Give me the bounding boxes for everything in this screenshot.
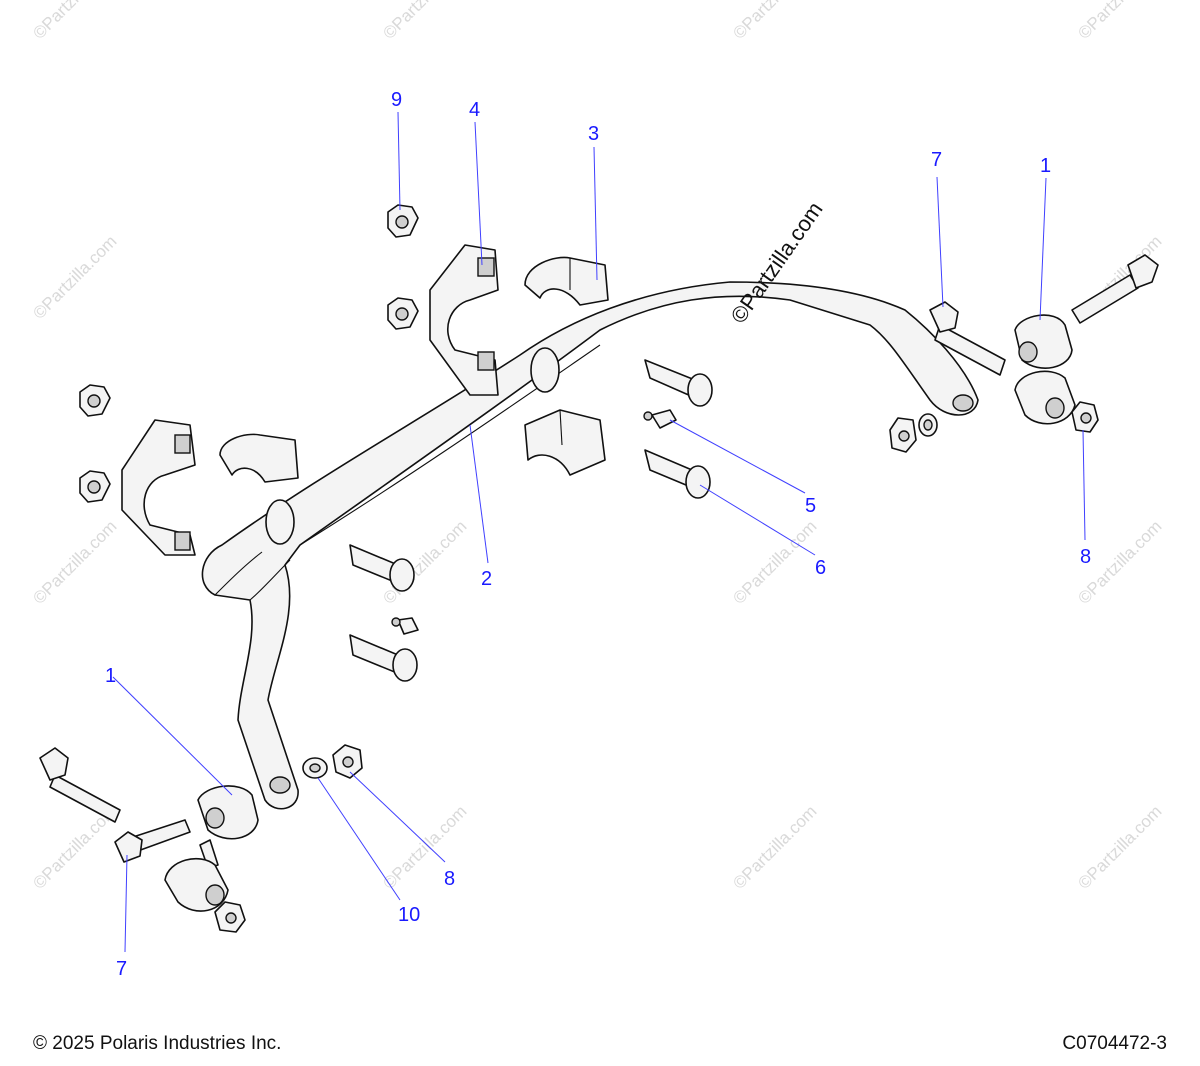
bushing-upper (524, 256, 609, 306)
bushing-left (219, 433, 299, 483)
flange-nut (387, 297, 419, 330)
watermark: ©Partzilla.com (1074, 0, 1165, 43)
bolt-right (1071, 254, 1159, 324)
rivet-pin (349, 544, 415, 592)
callout-1-left: 1 (105, 665, 116, 687)
rivet-pin (349, 634, 418, 682)
watermark: ©Partzilla.com (29, 232, 120, 323)
watermark: ©Partzilla.com (379, 0, 470, 43)
washer-left (302, 757, 328, 779)
flange-nut-left-inner (332, 744, 363, 779)
washer-right (918, 413, 938, 437)
callout-8-left: 8 (444, 868, 455, 890)
end-link-right (1014, 314, 1076, 425)
watermark: ©Partzilla.com (29, 517, 120, 608)
callout-4: 4 (469, 99, 480, 121)
end-link-left (164, 785, 259, 912)
flange-nut-left (214, 901, 246, 933)
callout-10: 10 (398, 904, 420, 926)
bolt-left (39, 747, 121, 823)
watermark: ©Partzilla.com (729, 802, 820, 893)
flange-nut-right-inner (889, 417, 917, 453)
bolt-left-lower (114, 819, 191, 863)
rivet-pin (644, 449, 711, 499)
flange-nut-right (1071, 401, 1099, 433)
stabilizer-bar (201, 281, 979, 810)
callout-6: 6 (815, 557, 826, 579)
rivet-pin (644, 359, 713, 407)
watermark: ©Partzilla.com (1074, 802, 1165, 893)
callout-3: 3 (588, 123, 599, 145)
flange-nut (79, 470, 111, 503)
bushing-lower (524, 409, 606, 476)
watermark: ©Partzilla.com (729, 0, 820, 43)
callout-7-left: 7 (116, 958, 127, 980)
callout-5: 5 (805, 495, 816, 517)
copyright-notice: © 2025 Polaris Industries Inc. (33, 1033, 282, 1054)
flange-nut (79, 384, 111, 417)
callout-labels: 1 7 3 4 9 2 5 6 8 1 7 10 8 (105, 89, 1091, 980)
grease-fitting (391, 617, 419, 635)
callout-7-right: 7 (931, 149, 942, 171)
watermark: ©Partzilla.com (29, 0, 120, 43)
grease-fitting (643, 409, 677, 429)
bolt-right-lower (929, 301, 1006, 376)
watermark-main: ©Partzilla.com (726, 197, 828, 328)
leader-lines (112, 111, 1086, 953)
callout-9: 9 (391, 89, 402, 111)
callout-2: 2 (481, 568, 492, 590)
flange-nut (387, 204, 419, 238)
callout-8-right: 8 (1080, 546, 1091, 568)
callout-1-right: 1 (1040, 155, 1051, 177)
clamp-bracket-upper (429, 244, 499, 396)
watermark: ©Partzilla.com (379, 802, 470, 893)
diagram-code: C0704472-3 (1062, 1033, 1167, 1054)
clamp-bracket-left (121, 419, 196, 556)
